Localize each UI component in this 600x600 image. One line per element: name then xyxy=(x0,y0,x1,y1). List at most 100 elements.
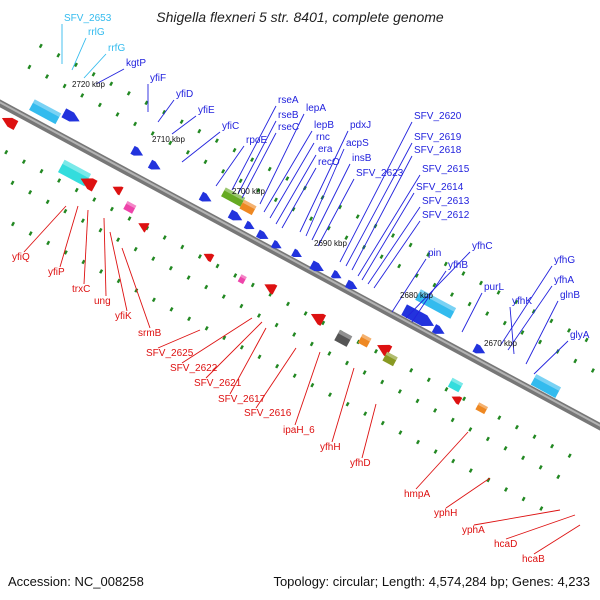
gene-arrow xyxy=(1,117,19,130)
gene-arrow xyxy=(377,344,393,358)
tick-mark xyxy=(98,227,103,233)
gene-label: SFV_2614 xyxy=(416,182,464,193)
tick-mark xyxy=(462,396,467,402)
gene-label: yfiP xyxy=(48,267,65,278)
gene-label: yfiD xyxy=(176,89,193,100)
tick-mark xyxy=(28,189,33,195)
tick-mark xyxy=(4,149,9,155)
tick-mark xyxy=(415,398,420,404)
tick-mark xyxy=(250,157,255,163)
leader-line xyxy=(357,174,421,277)
tick-mark xyxy=(532,434,537,440)
gene-arrow xyxy=(309,260,324,272)
tick-mark xyxy=(292,332,297,337)
gene-arrow xyxy=(138,223,150,233)
gene-arrow xyxy=(112,186,124,196)
tick-mark xyxy=(344,235,349,241)
gene-arrow xyxy=(198,191,212,202)
gene-label: yfiC xyxy=(222,121,239,132)
tick-mark xyxy=(204,284,209,290)
tick-mark xyxy=(63,250,68,255)
leader-line xyxy=(275,154,317,225)
tick-mark xyxy=(444,386,449,392)
leader-line xyxy=(241,132,277,199)
tick-mark xyxy=(38,43,43,49)
leader-line xyxy=(281,167,317,229)
tick-mark xyxy=(39,168,44,174)
gene-label: yphH xyxy=(434,508,457,519)
tick-mark xyxy=(239,303,244,309)
tick-mark xyxy=(485,436,490,442)
gene-label: SFV_2625 xyxy=(146,348,194,359)
gene-arrow xyxy=(203,253,215,263)
tick-mark xyxy=(233,273,238,278)
gene-label: SFV_2616 xyxy=(244,408,292,419)
tick-mark xyxy=(408,242,413,248)
tick-mark xyxy=(162,235,167,240)
gene-label: SFV_2620 xyxy=(414,111,462,122)
gene-label: hmpA xyxy=(404,489,430,500)
tick-mark xyxy=(204,325,209,331)
gene-block xyxy=(239,199,257,216)
leader-line xyxy=(411,270,447,323)
gene-arrow xyxy=(147,159,161,170)
leader-line xyxy=(83,53,107,79)
tick-mark xyxy=(57,178,62,183)
tick-mark xyxy=(99,269,104,274)
leader-line xyxy=(229,327,267,395)
label-leader-lines xyxy=(23,24,581,555)
leader-line xyxy=(373,220,421,289)
gene-block xyxy=(530,374,561,398)
tick-mark xyxy=(285,176,290,181)
map-title: Shigella flexneri 5 str. 8401, complete … xyxy=(156,9,444,25)
tick-mark xyxy=(273,197,278,203)
tick-mark xyxy=(197,254,202,259)
gene-block xyxy=(357,333,372,348)
tick-mark xyxy=(46,240,51,246)
gene-label: yfhC xyxy=(472,241,493,252)
leader-line xyxy=(95,68,125,85)
tick-mark xyxy=(292,373,297,379)
leader-line xyxy=(533,524,581,555)
tick-mark xyxy=(338,204,343,210)
upper-gene-labels: SFV_2653rrlGrrfGkgtPyfiFyfiDyfiEyfiCrpoE… xyxy=(64,13,590,341)
gene-label: SFV_2623 xyxy=(356,168,404,179)
tick-mark xyxy=(80,93,85,98)
gene-label: acpS xyxy=(346,138,369,149)
tick-mark xyxy=(151,297,156,303)
gene-label: era xyxy=(318,144,333,155)
leader-line xyxy=(109,231,128,312)
tick-mark xyxy=(433,449,438,454)
gene-block xyxy=(475,402,489,415)
backbone xyxy=(0,99,600,431)
gene-label: purL xyxy=(484,282,504,293)
leader-line xyxy=(71,37,87,71)
tick-mark xyxy=(539,506,544,511)
gene-label: yfiF xyxy=(150,73,166,84)
tick-mark xyxy=(63,208,68,214)
tick-mark xyxy=(451,458,456,464)
gene-label: SFV_2613 xyxy=(422,196,470,207)
gene-label: yfhK xyxy=(512,296,532,307)
gene-label: yfhH xyxy=(320,442,341,453)
leader-line xyxy=(367,206,421,285)
leader-line xyxy=(317,178,355,247)
gene-label: rrfG xyxy=(108,43,125,54)
tick-mark xyxy=(274,322,279,328)
tick-mark xyxy=(415,439,421,445)
leader-line xyxy=(157,99,175,123)
tick-mark xyxy=(363,411,368,417)
tick-mark xyxy=(28,231,33,236)
gene-label: srmB xyxy=(138,328,162,339)
gene-label: rseA xyxy=(278,95,299,106)
gene-arrow xyxy=(401,304,435,326)
gene-block xyxy=(123,201,137,214)
tick-mark xyxy=(250,282,255,288)
leader-line xyxy=(171,115,197,135)
leader-line xyxy=(83,209,89,285)
tick-mark xyxy=(327,392,333,398)
tick-mark xyxy=(409,367,414,373)
gene-arrow xyxy=(227,209,243,221)
scale-label: 2690 kbp xyxy=(314,239,347,248)
leader-line xyxy=(299,130,349,233)
